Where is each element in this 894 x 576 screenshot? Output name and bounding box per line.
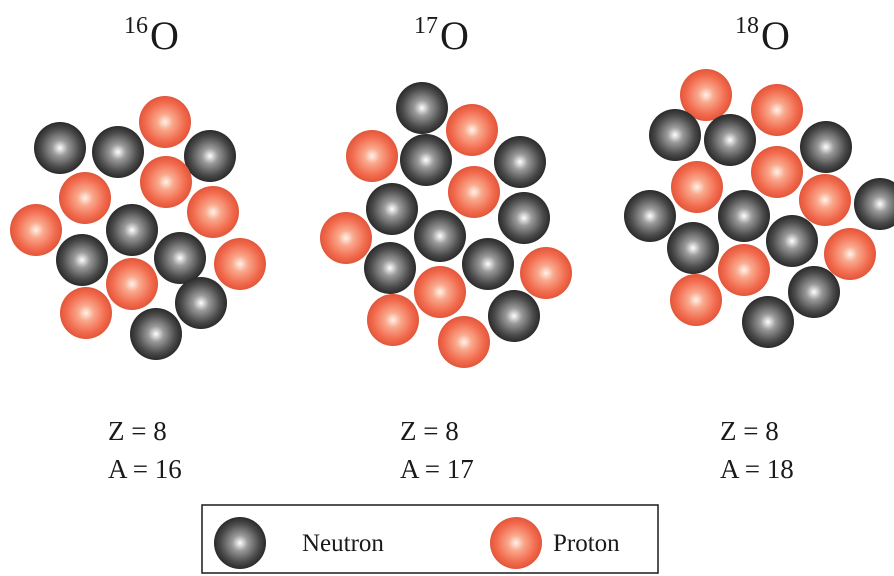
o16-symbol: O — [150, 13, 179, 58]
legend-neutron-swatch — [214, 517, 266, 569]
proton-ball — [187, 186, 239, 238]
neutron-ball — [92, 126, 144, 178]
proton-ball — [320, 212, 372, 264]
o17-nucleus — [320, 82, 572, 368]
legend-neutron-label: Neutron — [302, 530, 384, 557]
proton-ball — [751, 84, 803, 136]
o16-nucleus — [10, 96, 266, 360]
isotope-o16: 16 O Z = 8 A = 16 — [10, 13, 266, 484]
neutron-ball — [624, 190, 676, 242]
proton-ball — [346, 130, 398, 182]
neutron-ball — [462, 238, 514, 290]
neutron-ball — [649, 109, 701, 161]
proton-ball — [139, 96, 191, 148]
neutron-ball — [766, 215, 818, 267]
neutron-ball — [34, 122, 86, 174]
neutron-ball — [130, 308, 182, 360]
proton-ball — [671, 161, 723, 213]
proton-ball — [10, 204, 62, 256]
neutron-ball — [154, 232, 206, 284]
neutron-ball — [175, 277, 227, 329]
proton-ball — [60, 287, 112, 339]
proton-ball — [438, 316, 490, 368]
proton-ball — [367, 294, 419, 346]
neutron-ball — [742, 296, 794, 348]
legend-box — [201, 504, 659, 574]
proton-ball — [414, 266, 466, 318]
proton-ball — [824, 228, 876, 280]
o18-symbol: O — [761, 13, 790, 58]
legend-proton-swatch — [490, 517, 542, 569]
neutron-ball — [800, 121, 852, 173]
legend-proton-label: Proton — [553, 530, 620, 557]
neutron-ball — [396, 82, 448, 134]
proton-ball — [59, 172, 111, 224]
neutron-ball — [667, 222, 719, 274]
proton-ball — [680, 69, 732, 121]
proton-ball — [140, 156, 192, 208]
neutron-ball — [364, 242, 416, 294]
isotope-o18: 18 O Z = 8 A = 18 — [624, 13, 894, 484]
proton-ball — [670, 274, 722, 326]
proton-ball — [446, 104, 498, 156]
o18-atomic-number: Z = 8 — [720, 416, 779, 446]
proton-ball — [214, 238, 266, 290]
neutron-ball — [56, 234, 108, 286]
neutron-ball — [718, 190, 770, 242]
proton-ball — [718, 244, 770, 296]
neutron-ball — [366, 183, 418, 235]
o17-mass-number: 17 — [414, 13, 438, 39]
neutron-ball — [414, 210, 466, 262]
neutron-ball — [704, 114, 756, 166]
o18-nucleus — [624, 69, 894, 348]
neutron-ball — [854, 178, 894, 230]
neutron-ball — [494, 136, 546, 188]
o16-mass-number: 16 — [124, 13, 148, 39]
isotope-o17: 17 O Z = 8 A = 17 — [320, 13, 572, 484]
neutron-ball — [488, 290, 540, 342]
o17-mass-label: A = 17 — [400, 454, 474, 484]
o17-symbol: O — [440, 13, 469, 58]
neutron-ball — [788, 266, 840, 318]
neutron-ball — [400, 134, 452, 186]
neutron-ball — [498, 192, 550, 244]
o18-mass-label: A = 18 — [720, 454, 794, 484]
o18-mass-number: 18 — [735, 13, 759, 39]
proton-ball — [448, 166, 500, 218]
proton-ball — [799, 174, 851, 226]
proton-ball — [106, 258, 158, 310]
o16-atomic-number: Z = 8 — [108, 416, 167, 446]
neutron-ball — [106, 204, 158, 256]
neutron-ball — [184, 130, 236, 182]
proton-ball — [751, 146, 803, 198]
o16-mass-label: A = 16 — [108, 454, 182, 484]
proton-ball — [520, 247, 572, 299]
legend: Neutron Proton — [201, 504, 659, 574]
o17-atomic-number: Z = 8 — [400, 416, 459, 446]
